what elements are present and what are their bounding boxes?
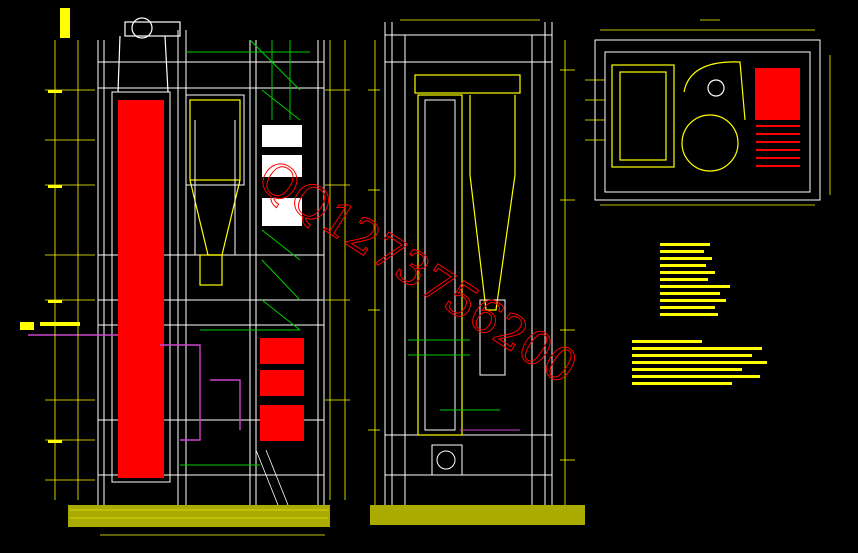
superheater-panel-1	[262, 125, 302, 147]
side-elevation-view	[368, 19, 585, 525]
superheater-panel-3	[262, 198, 302, 226]
side-steel-frame	[384, 22, 553, 505]
access-ladder	[255, 449, 289, 506]
air-preheater	[260, 405, 304, 441]
side-foundation	[370, 505, 585, 525]
plan-dimensions	[585, 19, 831, 206]
plan-cyclone	[681, 61, 746, 172]
side-inner-walls	[424, 99, 506, 476]
front-foundation-hatch	[70, 509, 328, 519]
front-cyclone-separator	[189, 99, 241, 286]
front-elevation-view	[20, 8, 350, 536]
furnace-outline	[111, 91, 190, 483]
front-magenta-pipes	[28, 334, 241, 441]
furnace-waterwall	[118, 100, 164, 478]
front-elevation-labels	[20, 8, 80, 443]
backpass-heating-surfaces	[260, 125, 304, 441]
front-foundation	[68, 505, 330, 527]
plan-view	[585, 19, 831, 206]
front-elevation-dimensions	[45, 40, 350, 536]
plan-backpass-red	[755, 68, 800, 120]
steam-drum	[117, 17, 181, 93]
economizer-2	[260, 370, 304, 396]
technical-notes-upper	[660, 243, 730, 316]
side-furnace-casing	[414, 74, 521, 436]
side-dimensions	[368, 19, 575, 505]
front-flue-ducts	[180, 39, 310, 466]
side-ducts	[408, 339, 500, 411]
economizer-1	[260, 338, 304, 364]
plan-furnace	[611, 64, 675, 168]
plan-air-heater-tubes	[756, 125, 800, 167]
superheater-panel-2	[262, 155, 302, 177]
technical-notes-lower	[632, 340, 767, 385]
front-cyclone-outline	[185, 94, 245, 255]
